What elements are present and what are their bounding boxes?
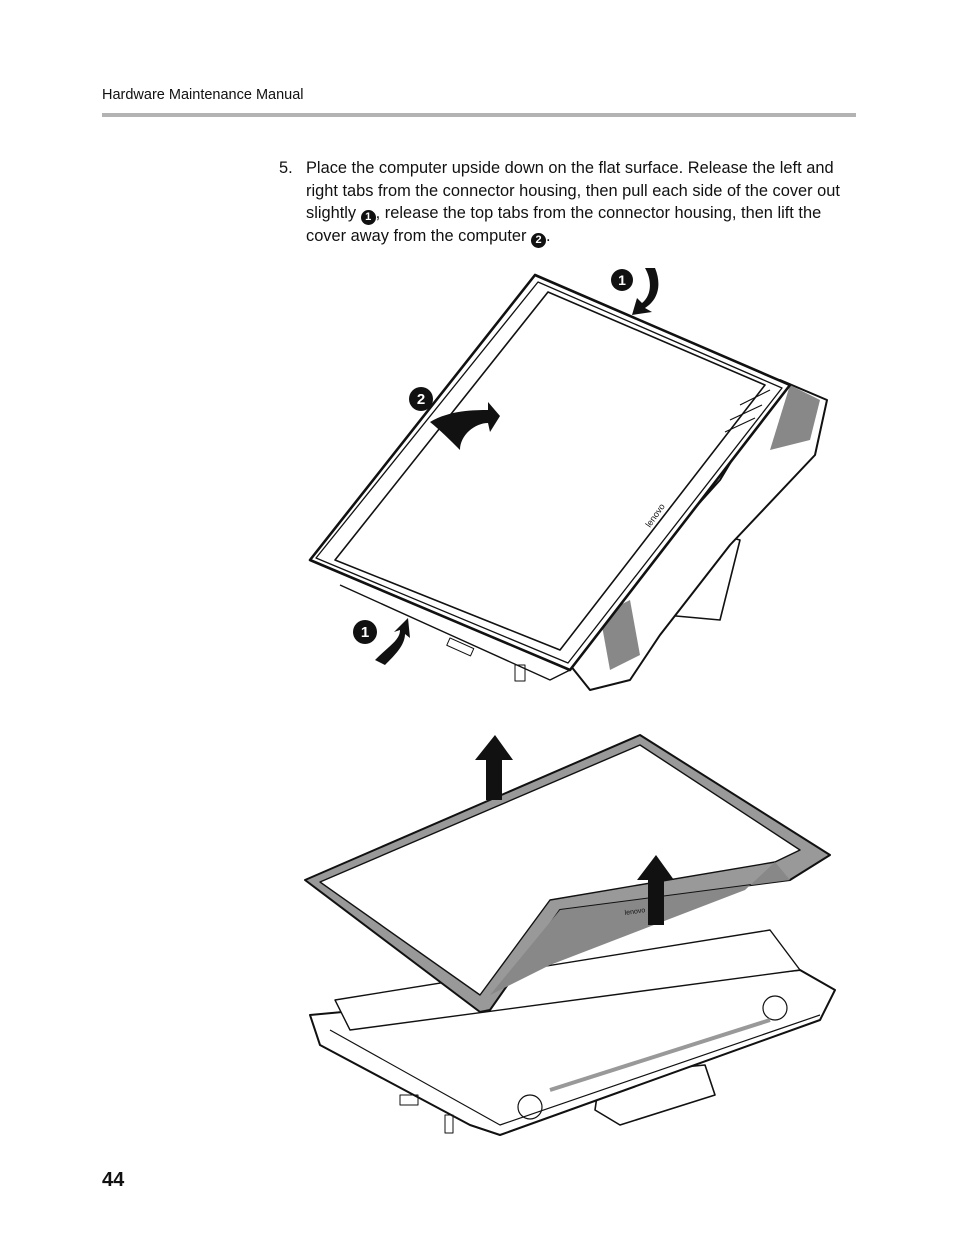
- page-number: 44: [102, 1169, 125, 1191]
- callout-2-icon: 2: [417, 391, 425, 408]
- header-rule: [102, 113, 856, 117]
- figure-cover-removed: lenovo: [304, 734, 836, 1136]
- step-text-part3: .: [546, 227, 551, 246]
- callout-1-top-icon: 1: [618, 272, 626, 288]
- callout-1-bottom-icon: 1: [361, 624, 369, 641]
- brand-label-bottom: lenovo: [624, 907, 646, 917]
- step-text: Place the computer upside down on the fl…: [306, 157, 858, 249]
- callout-1-icon: 1: [360, 210, 376, 226]
- figure-cover-release: lenovo 1 2 1: [308, 268, 828, 691]
- step-text-part1: Place the computer upside down on the fl…: [306, 159, 840, 223]
- step-text-part2: , release the top tabs from the connecto…: [306, 204, 822, 246]
- running-header: Hardware Maintenance Manual: [102, 87, 304, 103]
- callout-2-icon: 2: [531, 233, 547, 249]
- step-number: 5.: [279, 159, 293, 177]
